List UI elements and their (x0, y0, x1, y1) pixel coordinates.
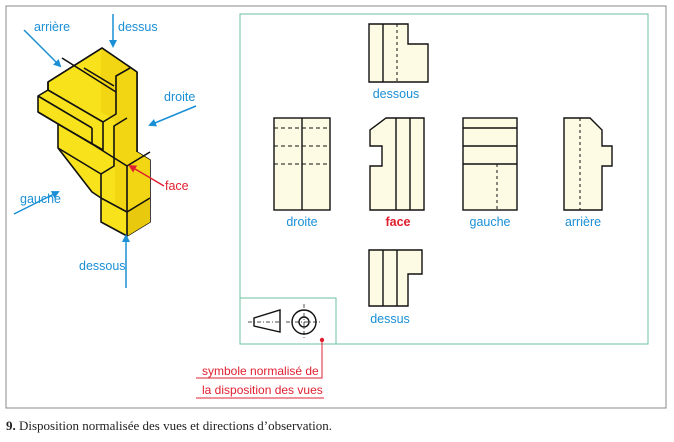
label-dessous: dessous (79, 259, 126, 273)
label-face: face (165, 179, 189, 193)
view-label-droite: droite (286, 215, 318, 229)
symbol-cone (253, 309, 281, 333)
arrow-gauche (13, 191, 60, 215)
view-arriere (563, 117, 613, 211)
arrow-droite (148, 105, 197, 127)
label-gauche: gauche (20, 192, 62, 206)
view-dessous (368, 23, 429, 83)
arrow-face (128, 164, 165, 187)
view-label-gauche: gauche (469, 215, 511, 229)
label-dessus: dessus (118, 20, 158, 34)
symbol-note-line1: symbole normalisé de (202, 364, 319, 378)
arrow-arriere (23, 29, 62, 68)
view-direction-arrows (13, 14, 197, 288)
label-arriere: arrière (34, 20, 71, 34)
view-face (369, 117, 425, 211)
isometric-solid (37, 47, 151, 237)
caption-text: Disposition normalisée des vues et direc… (15, 418, 333, 433)
view-label-arriere: arrière (564, 215, 602, 229)
symbol-note-line2: la disposition des vues (202, 383, 323, 397)
views-frame (239, 13, 649, 345)
view-label-face: face (385, 215, 411, 229)
view-droite (273, 117, 331, 211)
symbol-box (239, 297, 337, 345)
figure-caption: 9. Disposition normalisée des vues et di… (6, 418, 332, 434)
view-gauche (462, 117, 518, 211)
figure-frame (5, 5, 667, 409)
symbol-callout (196, 337, 325, 399)
label-droite: droite (164, 90, 196, 104)
view-dessus (368, 249, 423, 307)
caption-number: 9. (6, 418, 16, 433)
view-label-dessus: dessus (370, 312, 410, 326)
projection-symbol (248, 304, 322, 340)
view-label-dessous: dessous (372, 87, 420, 101)
